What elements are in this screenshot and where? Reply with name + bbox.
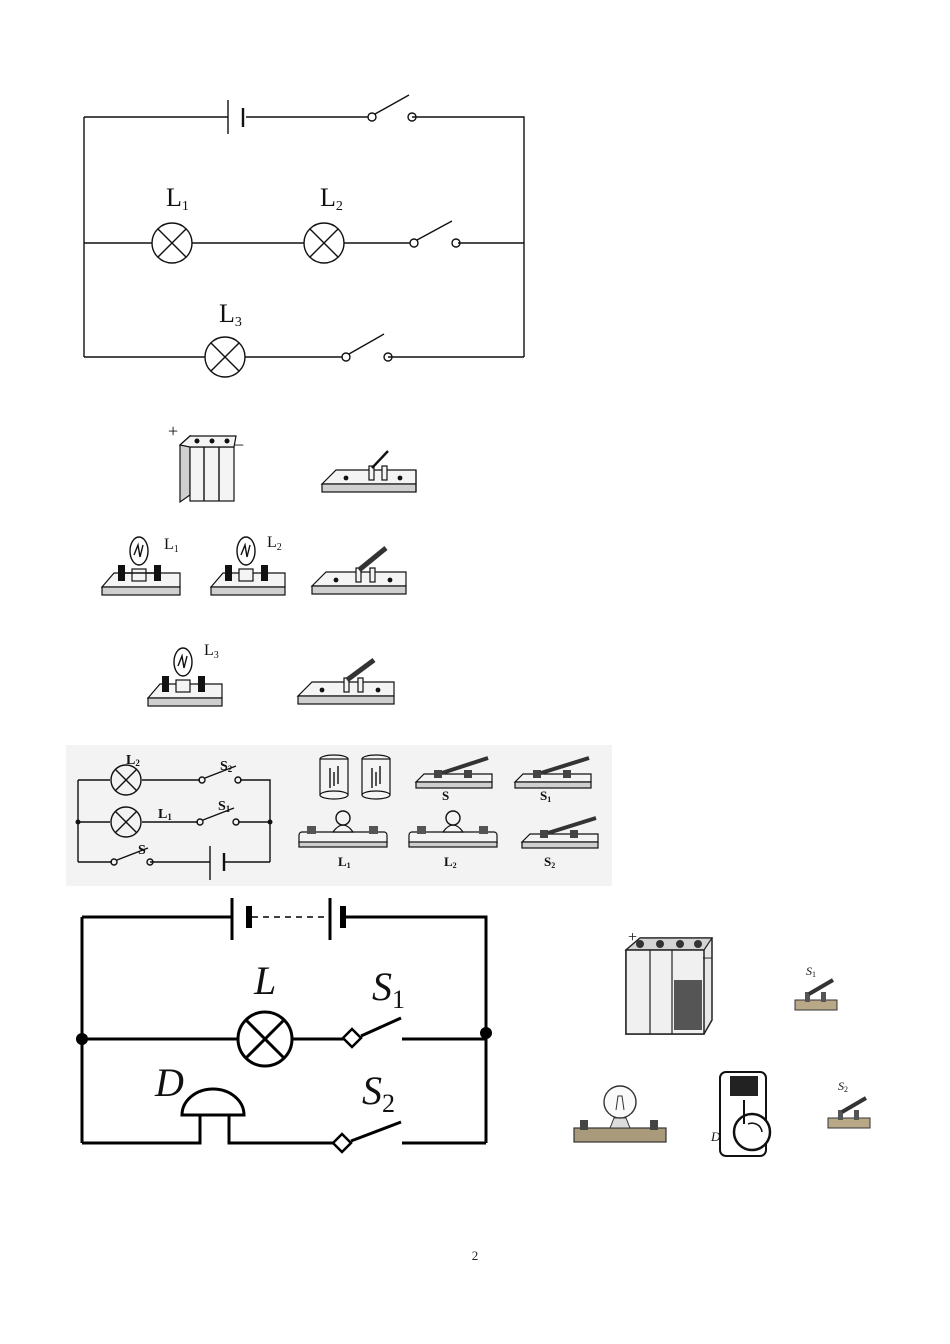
- circuit-1-diagram: L1 L2 L3: [83, 94, 525, 378]
- kit2-cell-2: [361, 754, 391, 800]
- kit2-label-s1: S1: [540, 788, 551, 804]
- kit3-switch-s2: [827, 1096, 871, 1129]
- c3-switch-s1: [341, 1016, 402, 1049]
- lamp-l1-symbol: [151, 222, 193, 264]
- switch-main: [367, 94, 417, 122]
- circuit-2-diagram: L2 L1 S2 S1 S: [75, 753, 273, 880]
- kit3-bell-d: D: [710, 1071, 772, 1157]
- c3-label-d: D: [154, 1060, 184, 1105]
- lamp-l3-symbol: [204, 336, 246, 378]
- switch-branch-3: [341, 333, 393, 362]
- c2-label-s1: S1: [218, 799, 231, 814]
- kit3-switch-s1: [794, 978, 838, 1011]
- c2-label-l2: L2: [126, 753, 140, 768]
- switch-1-bottom: [296, 657, 395, 705]
- c3-label-l: L: [253, 958, 276, 1003]
- switch-branch-2: [409, 220, 461, 248]
- c2-switch-s: [110, 847, 154, 866]
- kit2-label-s2: S2: [544, 854, 555, 870]
- c2-lamp-l2: [110, 764, 142, 796]
- kit3-battery-minus: −: [702, 948, 712, 968]
- kit2-cell-1: [319, 754, 349, 800]
- kit3-label-s1: S1: [806, 964, 816, 979]
- kit3-battery: + −: [624, 929, 714, 1035]
- battery-1-plus: +: [168, 421, 178, 441]
- c2-label-l1: L1: [158, 807, 172, 822]
- c2-label-s: S: [138, 843, 146, 858]
- lamp-holder-l1: [100, 536, 181, 596]
- kit1-label-l1: L1: [164, 536, 179, 555]
- c3-lamp-l: [236, 1010, 294, 1068]
- label-l1: L1: [166, 183, 189, 214]
- c3-switch-s2: [331, 1120, 402, 1154]
- switch-1-middle: [310, 546, 407, 595]
- kit2-lamp-l1: [298, 810, 388, 848]
- kit-2-components: S S1 L1 L2: [298, 754, 599, 870]
- battery-1-minus: −: [234, 435, 244, 455]
- lamp-holder-l3: [146, 647, 223, 707]
- kit1-label-l2: L2: [267, 534, 282, 553]
- kit3-battery-plus: +: [628, 929, 637, 946]
- c2-switch-s2: [198, 765, 242, 784]
- kit3-label-s2: S2: [838, 1079, 848, 1094]
- kit-1-components: + − L1: [100, 421, 417, 707]
- circuit-3-diagram: L S1 D S2: [76, 898, 492, 1154]
- kit2-label-l1: L1: [338, 854, 351, 870]
- kit2-switch-s1: [513, 756, 592, 789]
- c3-label-s1: S1: [372, 964, 405, 1014]
- label-l2: L2: [320, 183, 343, 214]
- kit2-switch-s2: [520, 816, 599, 849]
- c2-label-s2: S2: [220, 759, 233, 774]
- battery-pack-1: + −: [168, 421, 244, 504]
- label-l3: L3: [219, 299, 242, 330]
- c3-label-s2: S2: [362, 1068, 395, 1118]
- kit3-label-d: D: [710, 1129, 721, 1144]
- page-number: 2: [471, 1248, 479, 1263]
- kit3-lamp: [573, 1085, 667, 1143]
- kit2-label-l2: L2: [444, 854, 457, 870]
- kit2-label-s: S: [442, 788, 449, 803]
- switch-1-top: [320, 450, 417, 493]
- kit1-label-l3: L3: [204, 642, 219, 661]
- c2-switch-s1: [196, 807, 240, 826]
- lamp-holder-l2: [209, 536, 286, 596]
- kit2-lamp-l2: [408, 810, 498, 848]
- kit-3-components: + − S1 D: [573, 929, 871, 1157]
- c3-buzzer-d: [180, 1087, 246, 1117]
- kit2-switch-s: [414, 756, 493, 789]
- lamp-l2-symbol: [303, 222, 345, 264]
- c2-lamp-l1: [110, 806, 142, 838]
